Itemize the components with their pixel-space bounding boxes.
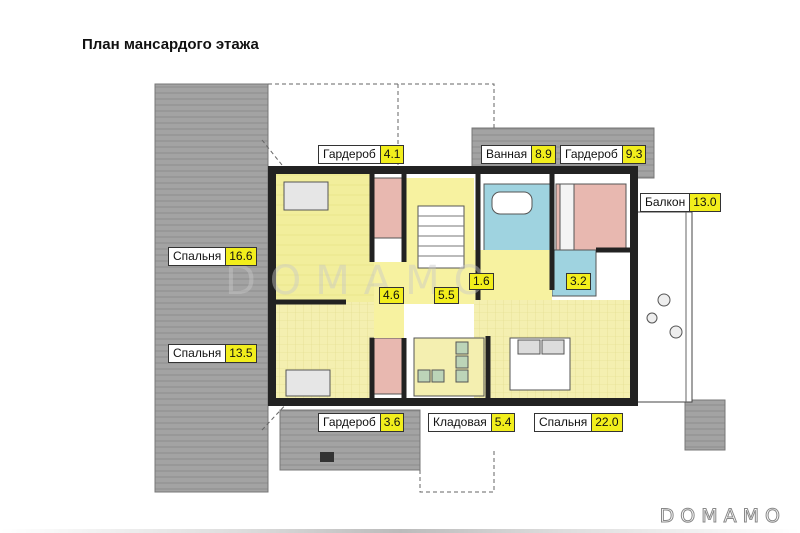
brand-logo: DOMAMO — [659, 505, 786, 528]
area-corridor: 1.6 — [469, 273, 494, 290]
balcony — [629, 211, 693, 403]
roof-left — [154, 83, 269, 493]
footer-divider — [0, 529, 800, 533]
roof-bottom-right — [684, 399, 726, 451]
area-hall-left: 4.6 — [379, 287, 404, 304]
page-title: План мансардого этажа — [82, 36, 259, 53]
area-wc: 3.2 — [566, 273, 591, 290]
area-hall: 5.5 — [434, 287, 459, 304]
